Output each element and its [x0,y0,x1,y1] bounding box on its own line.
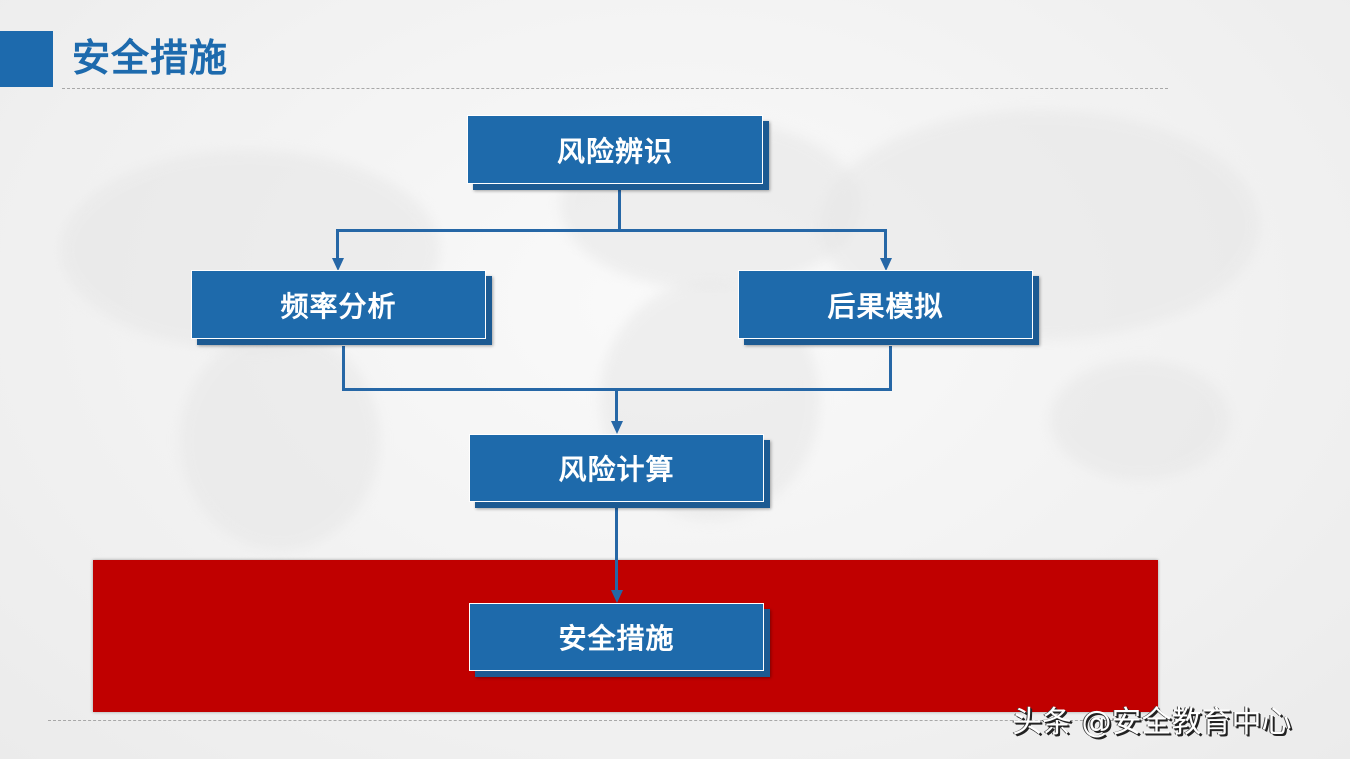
connector-line [615,388,618,421]
node-risk-identification: 风险辨识 [467,115,763,184]
node-frequency-analysis: 频率分析 [191,270,486,339]
arrow-down-icon [880,258,892,271]
connector-line [615,502,618,590]
node-consequence-simulation: 后果模拟 [738,270,1033,339]
footer-divider [48,720,1148,721]
world-map-background [1050,360,1230,480]
arrow-down-icon [611,421,623,434]
connector-line [336,229,339,259]
connector-line [336,229,887,232]
connector-line [889,346,892,390]
arrow-down-icon [332,258,344,271]
node-safety-measures: 安全措施 [469,603,764,671]
arrow-down-icon [611,590,623,603]
connector-line [342,346,345,390]
page-title: 安全措施 [72,36,229,80]
header-divider [62,88,1168,89]
world-map-background [180,330,380,550]
title-accent-block [0,31,53,87]
node-risk-calculation: 风险计算 [469,434,764,502]
watermark: 头条 @安全教育中心 [1012,705,1292,740]
connector-line [618,190,621,231]
connector-line [884,229,887,259]
